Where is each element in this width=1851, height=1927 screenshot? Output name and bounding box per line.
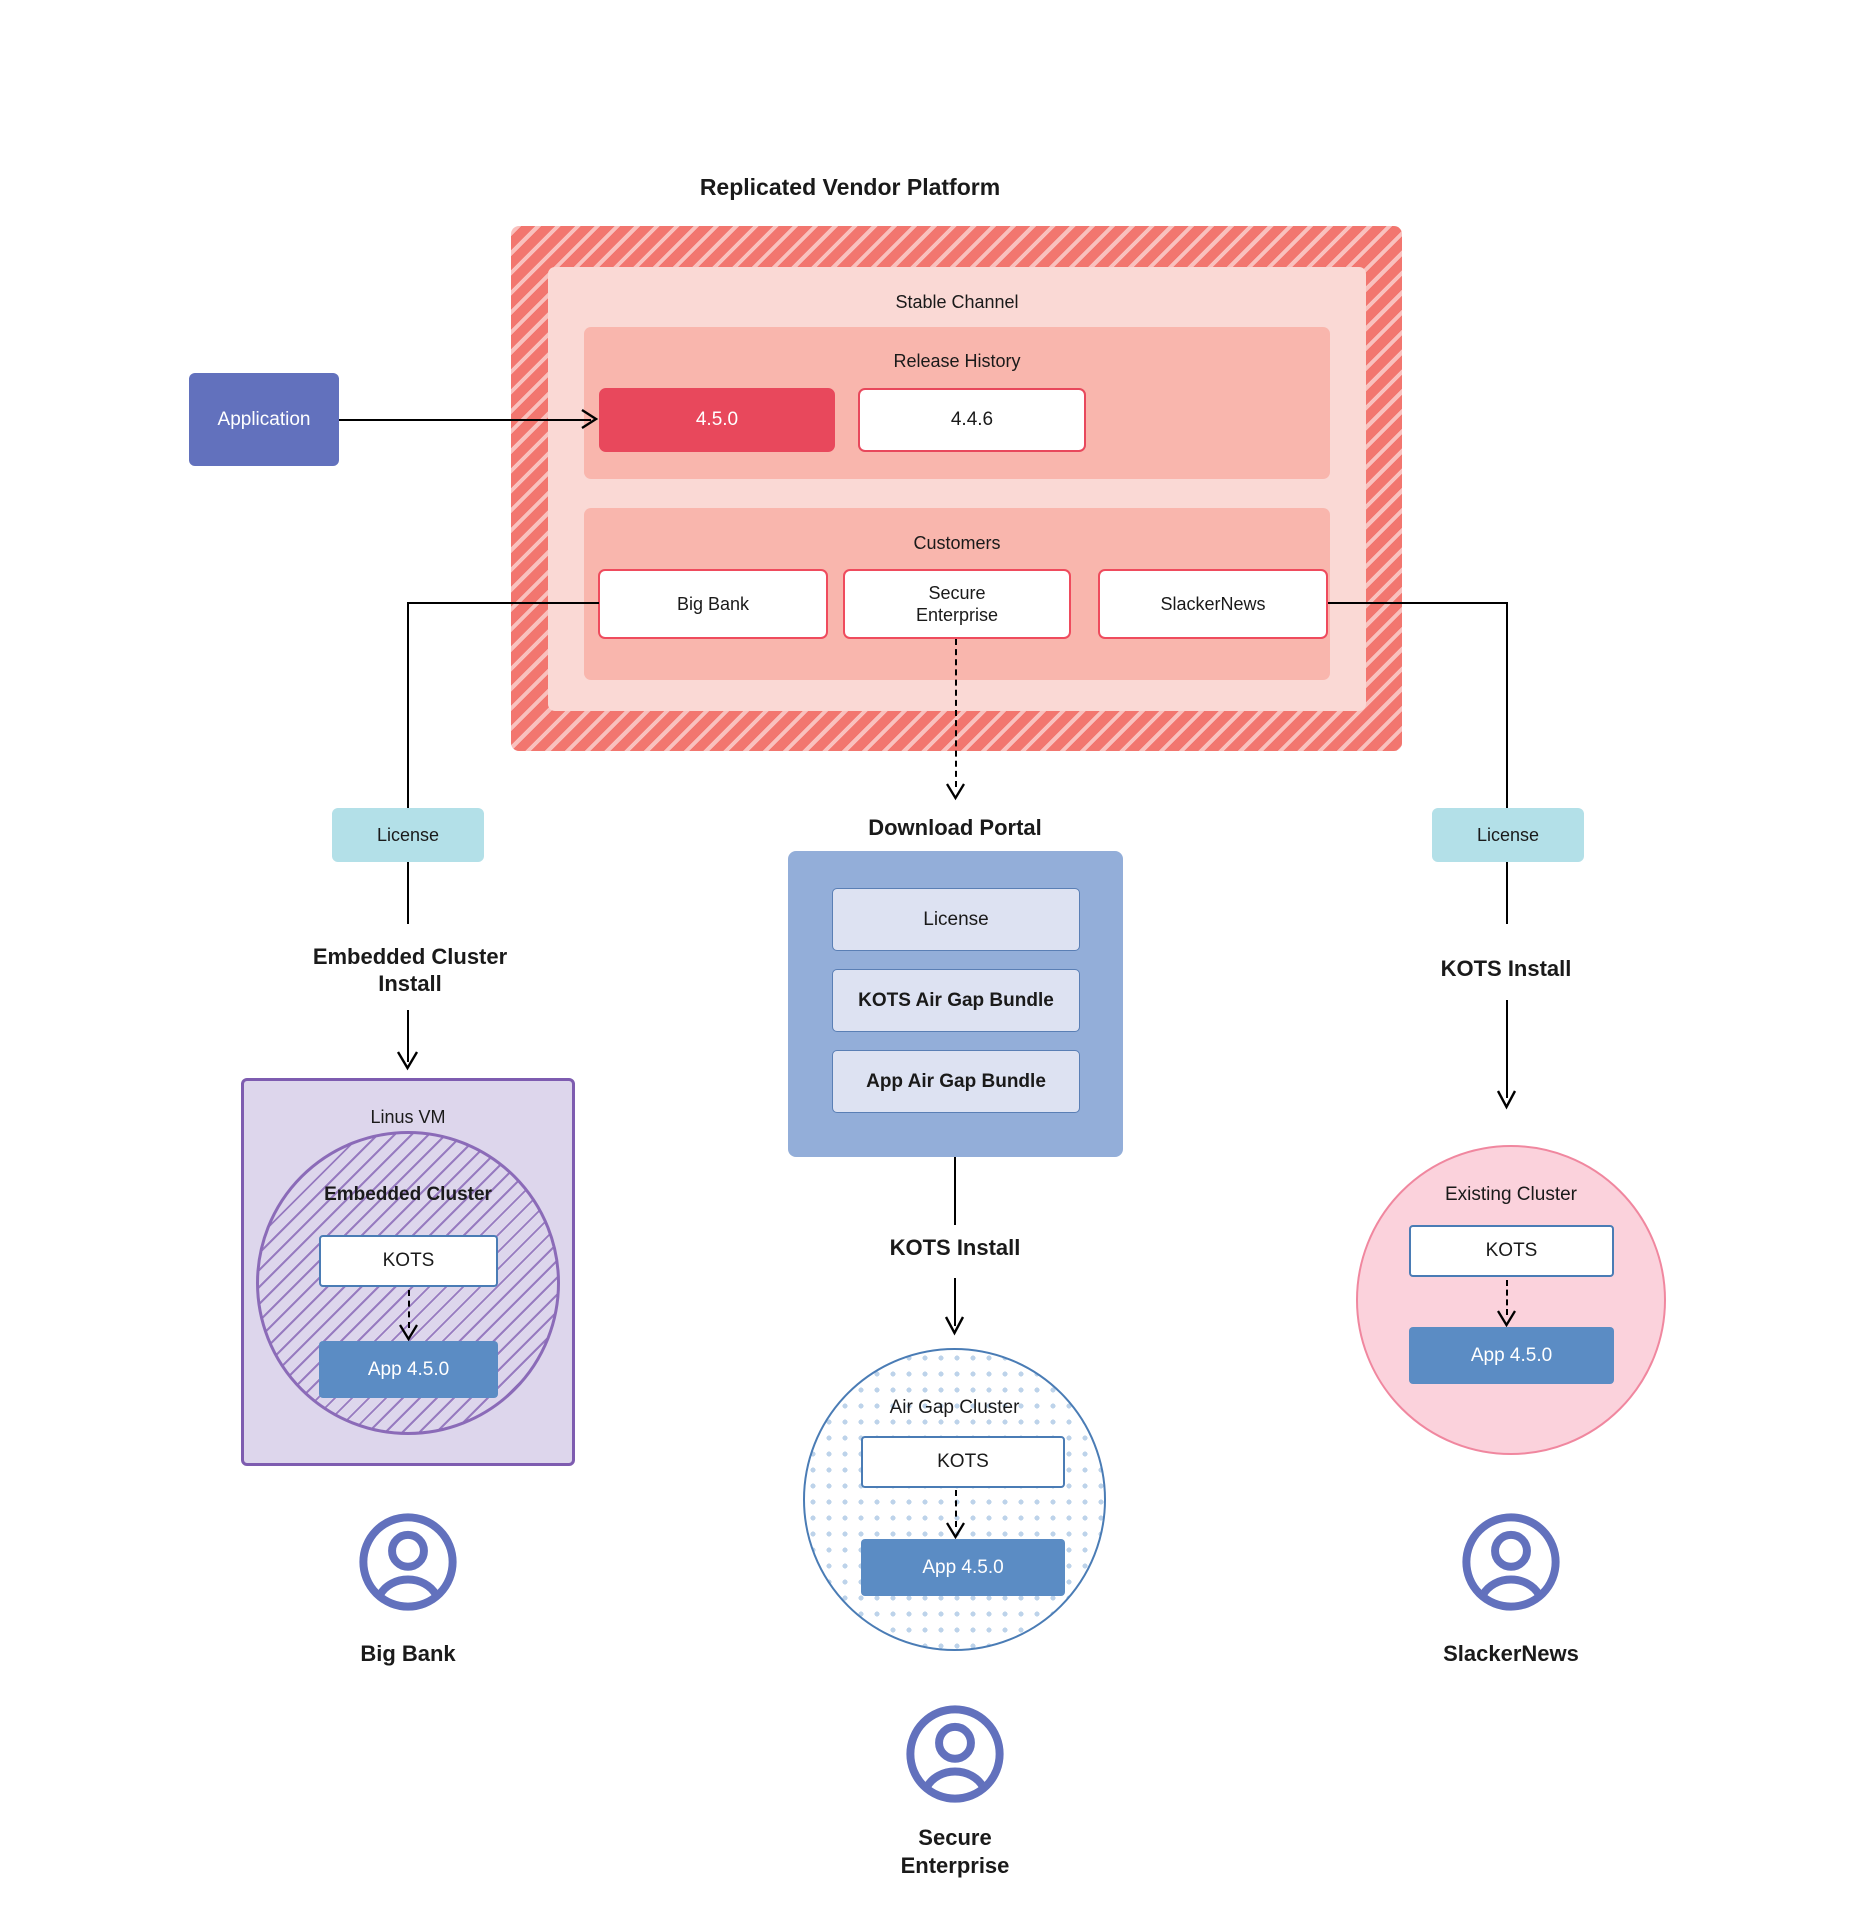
customer-name-secure-enterprise: Secure Enterprise (900, 1825, 1010, 1878)
avatar-slackernews (1460, 1511, 1562, 1613)
existing-cluster-title: Existing Cluster (1445, 1184, 1577, 1206)
connector-slackernews-horizontal (1328, 602, 1508, 604)
release-tile-current[interactable]: 4.5.0 (599, 388, 835, 452)
license-chip-right[interactable]: License (1432, 808, 1584, 862)
portal-item-kots-air-gap-bundle[interactable]: KOTS Air Gap Bundle (832, 969, 1080, 1032)
connector-center-to-cluster (954, 1278, 956, 1326)
connector-left-license-down (407, 862, 409, 924)
arrowhead-embedded-kots-to-app (399, 1324, 418, 1342)
arrowhead-to-download-portal (946, 783, 965, 801)
linux-vm-title: Linus VM (370, 1106, 446, 1127)
connector-portal-down (954, 1157, 956, 1225)
customers-title: Customers (913, 532, 1001, 553)
customer-tile-secure-enterprise[interactable]: Secure Enterprise (843, 569, 1071, 639)
existing-app-version-box[interactable]: App 4.5.0 (1409, 1327, 1614, 1384)
connector-slackernews-vertical (1506, 602, 1508, 808)
avatar-big-bank (357, 1511, 459, 1613)
existing-kots-box[interactable]: KOTS (1409, 1225, 1614, 1277)
connector-right-license-down (1506, 862, 1508, 924)
connector-secure-enterprise-to-portal (955, 639, 957, 787)
release-history-title: Release History (893, 350, 1021, 371)
connector-bigbank-vertical (407, 602, 409, 808)
arrowhead-airgap-kots-to-app (946, 1522, 965, 1540)
release-tile-previous[interactable]: 4.4.6 (858, 388, 1086, 452)
arrowhead-application-to-release (581, 408, 599, 430)
connector-embedded-kots-to-app (408, 1290, 410, 1328)
customer-tile-slackernews[interactable]: SlackerNews (1098, 569, 1328, 639)
embedded-app-version-box[interactable]: App 4.5.0 (319, 1341, 498, 1398)
airgap-app-version-box[interactable]: App 4.5.0 (861, 1539, 1065, 1596)
connector-bigbank-horizontal (407, 602, 599, 604)
connector-application-to-release (339, 419, 591, 421)
kots-install-label-right: KOTS Install (1440, 956, 1572, 982)
connector-airgap-kots-to-app (955, 1490, 957, 1527)
customer-name-big-bank: Big Bank (360, 1641, 456, 1667)
connector-right-to-cluster (1506, 1000, 1508, 1098)
download-portal-title: Download Portal (868, 815, 1042, 841)
arrowhead-left-to-vm (396, 1051, 419, 1071)
airgap-kots-box[interactable]: KOTS (861, 1436, 1065, 1488)
embedded-kots-box[interactable]: KOTS (319, 1235, 498, 1287)
embedded-cluster-title: Embedded Cluster (324, 1184, 492, 1206)
arrowhead-center-to-cluster (944, 1316, 965, 1336)
air-gap-cluster-title: Air Gap Cluster (889, 1397, 1020, 1419)
portal-item-app-air-gap-bundle[interactable]: App Air Gap Bundle (832, 1050, 1080, 1113)
application-node[interactable]: Application (189, 373, 339, 466)
avatar-secure-enterprise (904, 1703, 1006, 1805)
arrowhead-right-to-cluster (1496, 1090, 1517, 1110)
license-chip-left[interactable]: License (332, 808, 484, 862)
existing-cluster-circle (1356, 1145, 1666, 1455)
connector-left-to-vm (407, 1010, 409, 1062)
portal-item-license[interactable]: License (832, 888, 1080, 951)
air-gap-cluster-circle (803, 1348, 1106, 1651)
diagram-title: Replicated Vendor Platform (699, 173, 1001, 200)
customer-name-slackernews: SlackerNews (1443, 1641, 1579, 1667)
embedded-cluster-install-label: Embedded Cluster Install (312, 943, 508, 997)
kots-install-label-center: KOTS Install (889, 1235, 1021, 1261)
customer-tile-big-bank[interactable]: Big Bank (598, 569, 828, 639)
connector-existing-kots-to-app (1506, 1280, 1508, 1315)
stable-channel-title: Stable Channel (895, 291, 1019, 312)
arrowhead-existing-kots-to-app (1497, 1310, 1516, 1328)
